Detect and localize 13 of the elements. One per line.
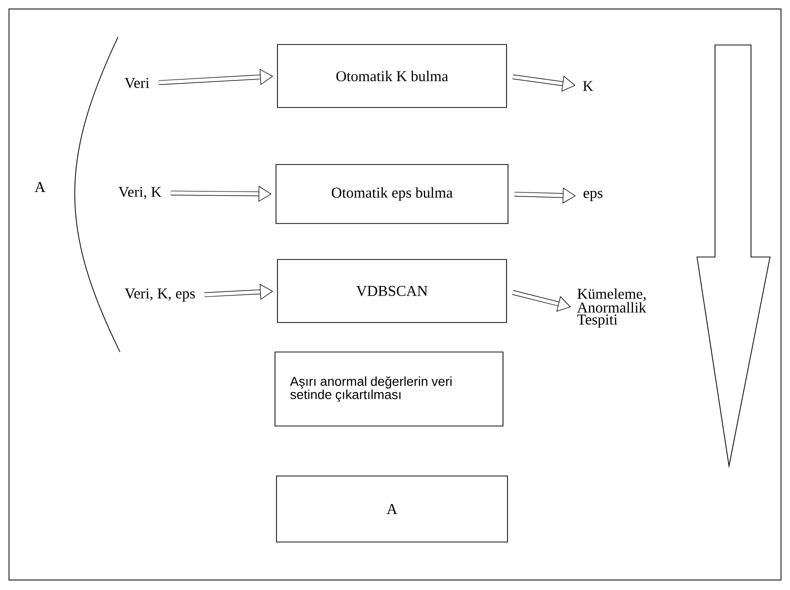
input-text: A	[34, 182, 46, 192]
process-box: VDBSCAN	[277, 259, 507, 323]
input-text: eps	[584, 190, 602, 202]
process-box: Aşırı anormal değerlerin veri setinde çıkartılması	[274, 352, 504, 426]
input-text: K	[583, 81, 594, 91]
input-text: Veri, K	[118, 186, 162, 200]
block-arrow	[512, 290, 571, 312]
input-text: Veri, K, eps	[124, 288, 195, 302]
process-box: A	[276, 476, 508, 542]
process-box: Otomatik K bulma	[277, 44, 507, 108]
input-text: Veri	[124, 78, 150, 88]
result-text: Kümeleme, Anormallik Tespiti	[577, 288, 646, 328]
process-box: Otomatik eps bulma	[276, 164, 508, 224]
